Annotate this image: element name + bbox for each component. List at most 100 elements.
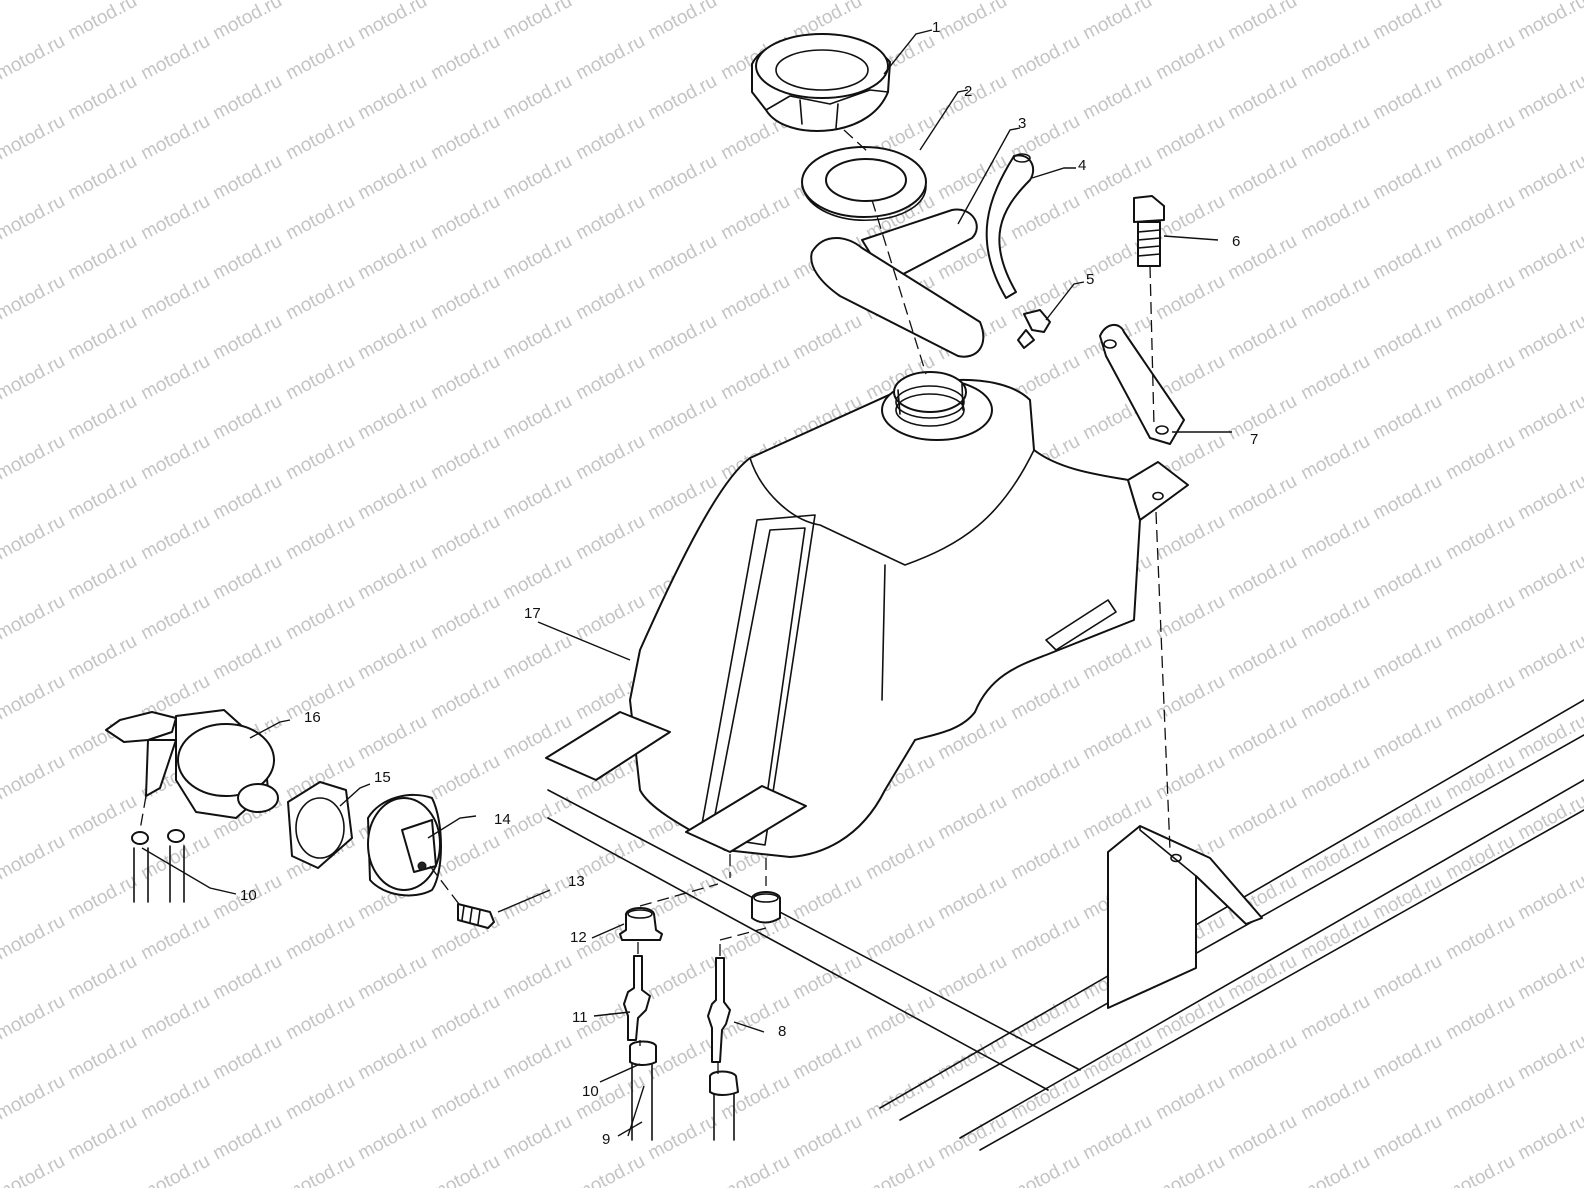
watermark-text: motod.ru [1514, 871, 1584, 925]
watermark-text: motod.ru [499, 551, 575, 605]
foam-pad [810, 208, 985, 358]
watermark-text: motod.ru [1369, 391, 1445, 445]
watermark-text: motod.ru [572, 111, 648, 165]
watermark-text: motod.ru [0, 1071, 69, 1125]
watermark-text: motod.ru [1007, 671, 1083, 725]
watermark-text: motod.ru [1442, 431, 1518, 485]
watermark-text: motod.ru [1224, 711, 1300, 765]
watermark-text: motod.ru [1224, 311, 1300, 365]
watermark-text: motod.ru [499, 1111, 575, 1165]
filter-nut [287, 781, 353, 869]
watermark-text: motod.ru [934, 71, 1010, 125]
watermark-text: motod.ru [209, 71, 285, 125]
watermark-text: motod.ru [1514, 551, 1584, 605]
watermark-text: motod.ru [1152, 1071, 1228, 1125]
watermark-text: motod.ru [64, 71, 140, 125]
watermark-text: motod.ru [282, 0, 358, 4]
watermark-text: motod.ru [354, 471, 430, 525]
watermark-text: motod.ru [1442, 911, 1518, 965]
watermark-text: motod.ru [789, 1031, 865, 1085]
frame-mount-bracket [1107, 825, 1263, 1009]
watermark-text: motod.ru [1152, 31, 1228, 85]
watermark-text: motod.ru [0, 751, 69, 805]
watermark-text: motod.ru [0, 1151, 69, 1188]
watermark-text: motod.ru [1297, 31, 1373, 85]
watermark-text: motod.ru [209, 231, 285, 285]
watermark-text: motod.ru [862, 911, 938, 965]
watermark-text: motod.ru [1297, 0, 1373, 4]
watermark-text: motod.ru [0, 351, 69, 405]
watermark-text: motod.ru [644, 1111, 720, 1165]
watermark-text: motod.ru [1514, 471, 1584, 525]
watermark-text: motod.ru [1442, 991, 1518, 1045]
watermark-text: motod.ru [1079, 1111, 1155, 1165]
watermark-text: motod.ru [354, 0, 430, 44]
watermark-text: motod.ru [1224, 1111, 1300, 1165]
watermark-text: motod.ru [64, 631, 140, 685]
watermark-text: motod.ru [1369, 551, 1445, 605]
watermark-text: motod.ru [354, 391, 430, 445]
watermark-text: motod.ru [644, 391, 720, 445]
watermark-text: motod.ru [64, 231, 140, 285]
watermark-text: motod.ru [137, 351, 213, 405]
watermark-text: motod.ru [137, 0, 213, 4]
watermark-text: motod.ru [1369, 71, 1445, 125]
watermark-text: motod.ru [789, 871, 865, 925]
watermark-text: motod.ru [499, 391, 575, 445]
watermark-text: motod.ru [644, 871, 720, 925]
callout-15: 15 [374, 769, 391, 786]
watermark-text: motod.ru [934, 951, 1010, 1005]
fuel-lines [629, 1040, 739, 1141]
callout-11: 11 [572, 1009, 588, 1026]
watermark-text: motod.ru [1514, 631, 1584, 685]
watermark-text: motod.ru [1007, 911, 1083, 965]
callout-labels: 1 2 3 4 5 6 7 8 9 10 10 11 12 13 14 15 1… [240, 19, 1258, 1148]
watermark-text: motod.ru [1007, 831, 1083, 885]
watermark-text: motod.ru [1442, 671, 1518, 725]
watermark-text: motod.ru [64, 1111, 140, 1165]
watermark-text: motod.ru [64, 151, 140, 205]
mounting-bolt [1133, 195, 1165, 267]
watermark-text: motod.ru [282, 911, 358, 965]
watermark-text: motod.ru [572, 591, 648, 645]
watermark-text: motod.ru [354, 311, 430, 365]
watermark-text: motod.ru [427, 191, 503, 245]
watermark-text: motod.ru [282, 1151, 358, 1188]
watermark-text: motod.ru [427, 351, 503, 405]
frame-rails [547, 699, 1584, 1151]
watermark-text: motod.ru [0, 271, 69, 325]
watermark-text: motod.ru [427, 111, 503, 165]
callout-2: 2 [964, 83, 972, 100]
watermark-text: motod.ru [1224, 631, 1300, 685]
watermark-text: motod.ru [282, 1071, 358, 1125]
watermark-text: motod.ru [789, 1111, 865, 1165]
watermark-text: motod.ru [1007, 31, 1083, 85]
watermark-text: motod.ru [1369, 871, 1445, 925]
watermark-text: motod.ru [64, 471, 140, 525]
watermark-text: motod.ru [1297, 671, 1373, 725]
watermark-text: motod.ru [354, 951, 430, 1005]
watermark-text: motod.ru [1369, 1111, 1445, 1165]
watermark-text: motod.ru [1152, 0, 1228, 4]
watermark-text: motod.ru [427, 511, 503, 565]
watermark-text: motod.ru [0, 991, 69, 1045]
watermark-text: motod.ru [862, 1151, 938, 1188]
watermark-text: motod.ru [862, 991, 938, 1045]
fuel-cap [751, 33, 891, 132]
callout-8: 8 [778, 1023, 786, 1040]
watermark-text: motod.ru [282, 991, 358, 1045]
watermark-text: motod.ru [209, 631, 285, 685]
watermark-text: motod.ru [1152, 591, 1228, 645]
watermark-text: motod.ru [934, 871, 1010, 925]
watermark-text: motod.ru [1514, 951, 1584, 1005]
watermark-text: motod.ru [1152, 991, 1228, 1045]
watermark-text: motod.ru [572, 511, 648, 565]
watermark-text: motod.ru [1369, 311, 1445, 365]
watermark-text: motod.ru [137, 911, 213, 965]
watermark-text: motod.ru [427, 0, 503, 4]
watermark-text: motod.ru [282, 591, 358, 645]
watermark-text: motod.ru [427, 31, 503, 85]
watermark-text: motod.ru [1224, 951, 1300, 1005]
watermark-text: motod.ru [862, 0, 938, 4]
watermark-text: motod.ru [0, 0, 69, 4]
